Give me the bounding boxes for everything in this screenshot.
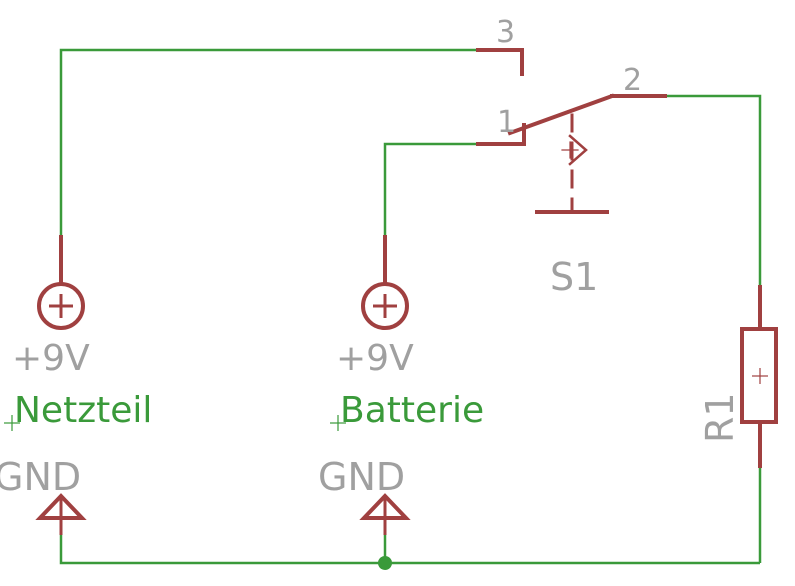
ground-2-label: GND [318,455,405,499]
supply-netzteil-value: +9V [12,338,90,379]
supply-plus-icon [37,282,85,330]
switch-pin1-contact [476,123,526,146]
wires [59,48,762,565]
switch-s1[interactable] [476,48,667,214]
supply-plus-icon [361,282,409,330]
switch-press-arrow [568,134,588,166]
supply-batterie-net: Batterie [340,390,484,431]
wire-batterie-to-pin1[interactable] [383,142,478,235]
resistor-r1[interactable] [740,285,778,468]
switch-name-label: S1 [550,255,598,299]
switch-pin3-label: 3 [496,15,515,50]
wire-pin2-to-resistor[interactable] [665,94,762,285]
switch-pin3-contact [476,48,524,76]
supply-batterie-value: +9V [336,338,414,379]
junction-dot [378,556,392,570]
switch-lever [507,93,615,136]
ground-2[interactable] [359,493,411,535]
ground-1-label: GND [0,455,81,499]
supply-netzteil[interactable] [37,235,85,330]
ground-1[interactable] [35,493,87,535]
switch-pin1-label: 1 [497,105,516,140]
resistor-name-label: R1 [698,392,742,443]
wire-ground-bus[interactable] [59,535,760,565]
supply-batterie[interactable] [361,235,409,330]
wire-netzteil-to-pin3[interactable] [59,48,522,235]
supply-netzteil-net: Netzteil [14,390,152,431]
label-origin-marks [4,415,346,431]
switch-pin2-label: 2 [623,63,642,98]
